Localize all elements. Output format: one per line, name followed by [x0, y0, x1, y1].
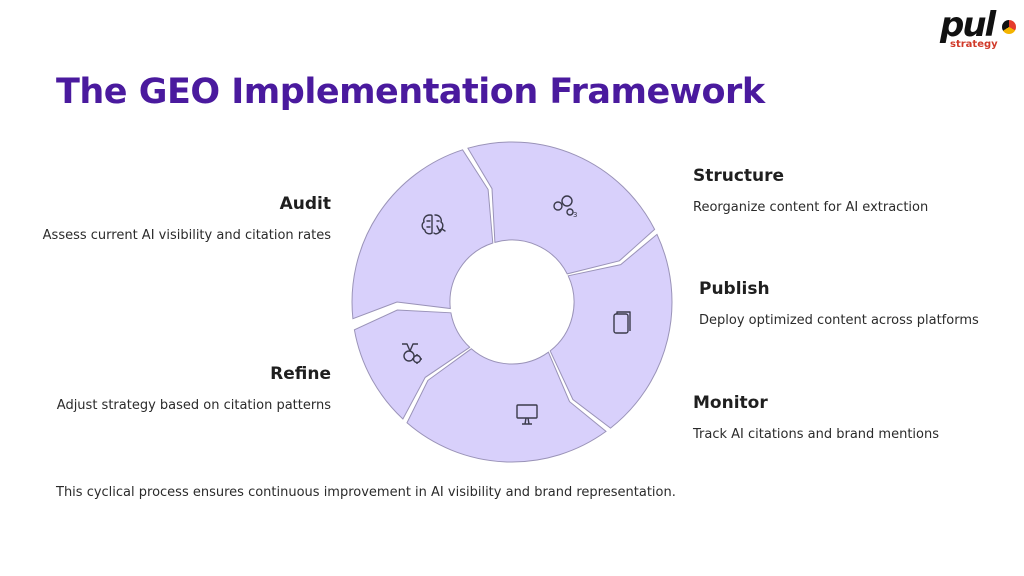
pulp-strategy-logo: pul strategy [940, 8, 1020, 56]
medal-gear-icon [402, 343, 422, 364]
molecule-icon: 3 [553, 195, 577, 219]
document-icon [613, 311, 631, 334]
cycle-segment-refine [353, 309, 471, 420]
brain-icon [421, 214, 446, 235]
logo-subtitle: strategy [950, 39, 998, 50]
monitor-icon [516, 404, 538, 425]
stage-desc-structure: Reorganize content for AI extraction [693, 200, 929, 215]
cycle-segment-monitor [406, 348, 607, 463]
footer-note: This cyclical process ensures continuous… [56, 485, 676, 500]
logo-wordmark: pul [940, 5, 996, 45]
stage-desc-publish: Deploy optimized content across platform… [699, 313, 979, 328]
stage-desc-refine: Adjust strategy based on citation patter… [56, 398, 331, 413]
stage-desc-audit: Assess current AI visibility and citatio… [42, 228, 331, 243]
svg-text:3: 3 [573, 211, 577, 219]
stage-label-refine: Refine [270, 364, 331, 384]
cycle-segment-publish [549, 233, 673, 429]
page-title: The GEO Implementation Framework [56, 72, 765, 112]
stage-label-structure: Structure [693, 166, 785, 186]
stage-desc-monitor: Track AI citations and brand mentions [693, 427, 939, 442]
stage-label-audit: Audit [279, 194, 331, 214]
cycle-segment-audit [351, 149, 494, 320]
stage-label-monitor: Monitor [693, 393, 768, 413]
stage-label-publish: Publish [699, 279, 770, 299]
logo-mark [1002, 20, 1016, 34]
